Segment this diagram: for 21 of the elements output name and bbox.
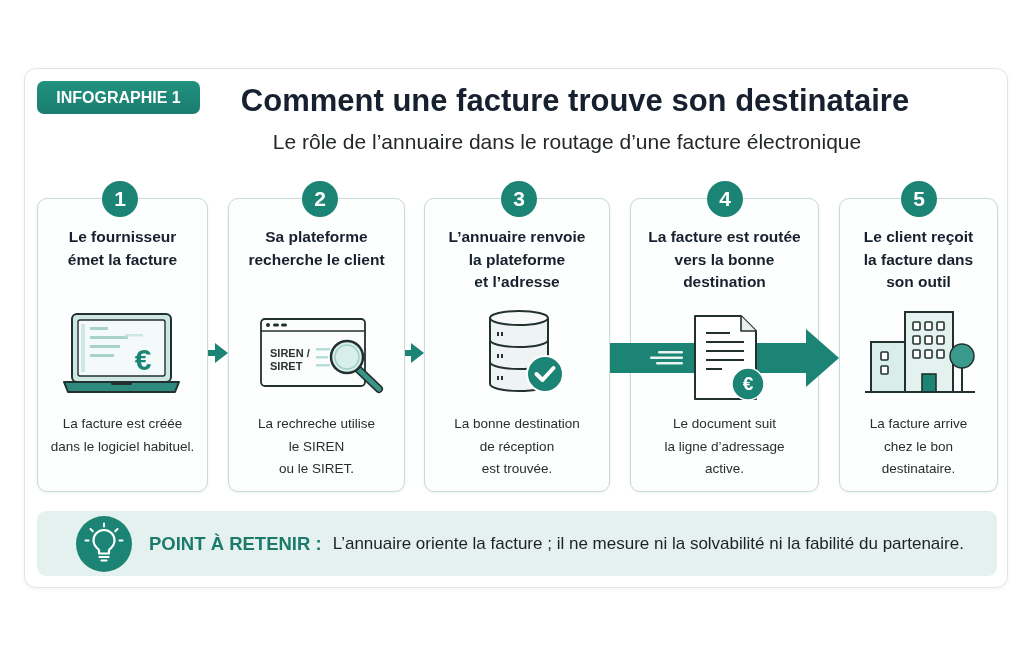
arrow (405, 343, 424, 363)
step-description: La rechreche utilise le SIREN ou le SIRET. (257, 415, 376, 478)
euro-sign: € (742, 373, 754, 395)
infographic-badge: INFOGRAPHIE 1 (37, 81, 200, 114)
screen-text: SIREN / SIRET (270, 347, 310, 373)
takeaway-label: POINT À RETENIR : (149, 532, 322, 555)
step-description: Le document suit la ligne d’adressage active. (664, 415, 785, 478)
step-description: La facture arrive chez le bon destinataire. (869, 415, 968, 478)
takeaway-text: L’annuaire oriente la facture ; il ne mesure ni la solvabilité ni la fabilité du partenaire. (332, 533, 964, 554)
step-description: La facture est créée dans le logiciel habituel. (50, 415, 195, 456)
arrow (208, 343, 228, 363)
step-title: La facture est routée vers la bonne destination (648, 227, 801, 292)
subtitle: Le rôle de l’annuaire dans le routage d’une facture électronique (272, 129, 862, 155)
step-title: Le client reçoit la facture dans son outil (863, 227, 974, 292)
step-description: La bonne destination de réception est trouvée. (454, 415, 580, 478)
step-title: Sa plateforme recherche le client (248, 227, 385, 270)
step-title: Le fournisseur émet la facture (67, 227, 178, 270)
step-title: L’annuaire renvoie la plateforme et l’adresse (448, 227, 586, 292)
key-takeaway-bar (37, 511, 997, 576)
euro-sign: € (134, 343, 152, 377)
title: Comment une facture trouve son destinataire (240, 82, 910, 120)
